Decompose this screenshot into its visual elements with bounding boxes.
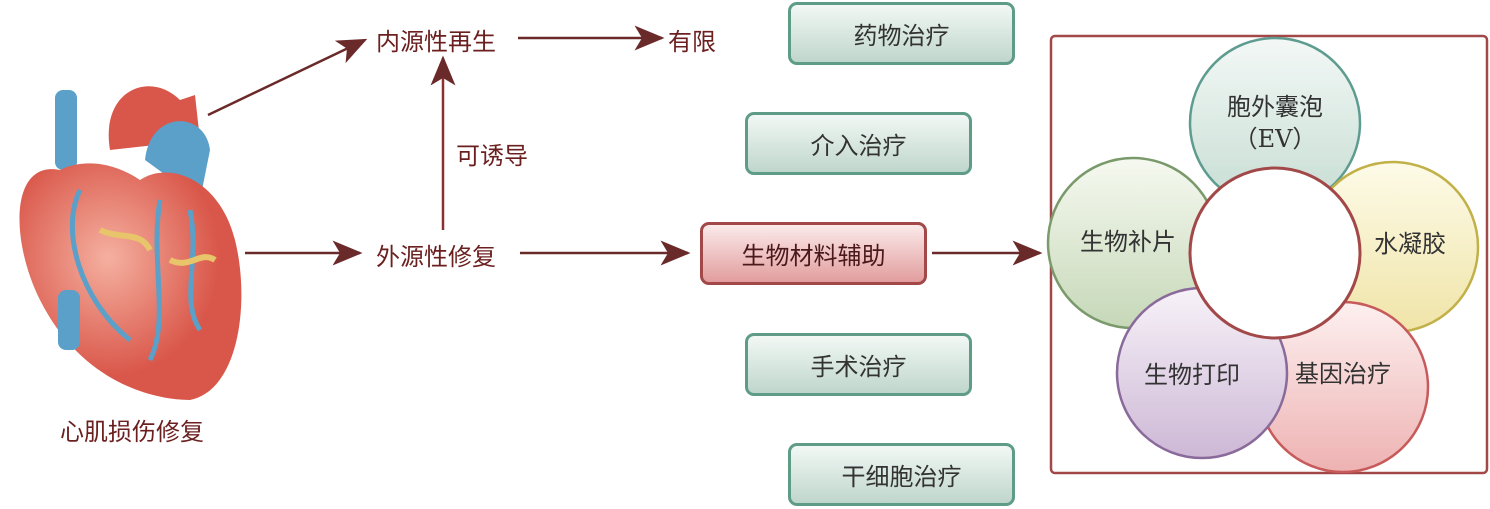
patch-label: 生物补片 xyxy=(1080,228,1176,257)
ev-label: 胞外囊泡 xyxy=(1227,93,1323,122)
heart-label: 心肌损伤修复 xyxy=(60,418,204,446)
therapy-drug: 药物治疗 xyxy=(788,2,1015,65)
inducible-label: 可诱导 xyxy=(456,142,528,170)
endogenous-label: 内源性再生 xyxy=(376,28,496,56)
arrow-heart-to-endogenous xyxy=(207,38,368,117)
exogenous-label: 外源性修复 xyxy=(376,243,496,271)
heart-illustration xyxy=(19,86,242,400)
bioprint-label: 生物打印 xyxy=(1144,361,1240,390)
hydrogel-label: 水凝胶 xyxy=(1374,230,1446,259)
therapy-surgery: 手术治疗 xyxy=(745,333,972,396)
therapy-stem-cell: 干细胞治疗 xyxy=(788,443,1015,506)
therapy-biomaterial: 生物材料辅助 xyxy=(700,222,927,285)
ev-abbr-label: （EV） xyxy=(1233,125,1317,154)
limited-label: 有限 xyxy=(668,28,716,56)
gene-label: 基因治疗 xyxy=(1295,360,1391,389)
center-circle xyxy=(1188,166,1362,340)
therapy-interventional: 介入治疗 xyxy=(745,112,972,175)
